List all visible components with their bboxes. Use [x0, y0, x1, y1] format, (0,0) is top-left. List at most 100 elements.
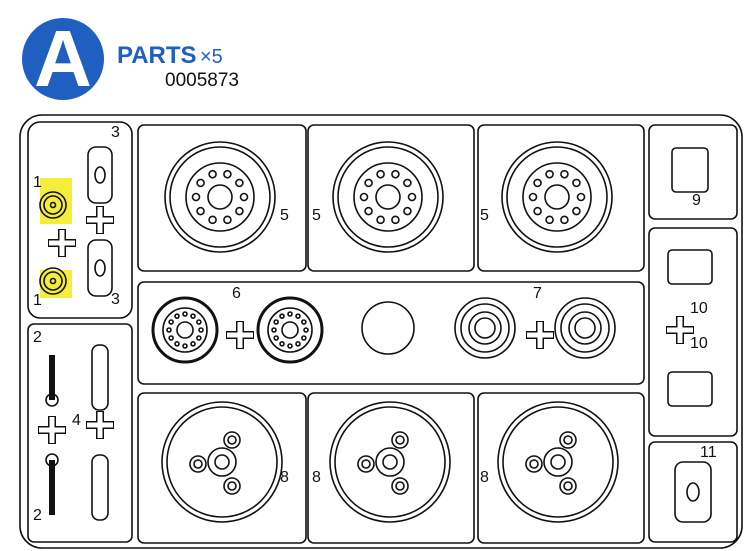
part-6-bolt [301, 335, 307, 341]
runner-cross-fill [87, 207, 113, 233]
runner-cross-fill [667, 317, 693, 343]
part-8-wheel [329, 401, 451, 523]
part-8-hub [207, 447, 237, 477]
part-8-boss [357, 455, 375, 473]
part-5-rim [169, 146, 271, 248]
part-6-bolt [273, 335, 279, 341]
part-7-ring [460, 303, 510, 353]
part-3-link [87, 239, 113, 297]
part-5-lug [572, 206, 581, 216]
part-6-bolt [287, 343, 293, 349]
part-1-hub [49, 201, 57, 209]
cell-parts-6-7 [137, 281, 645, 385]
part-8-boss-hole [563, 435, 573, 445]
cell-part-8c [477, 392, 645, 544]
part-8-boss [559, 477, 577, 495]
cell-parts-1-3 [27, 121, 133, 319]
part-5-disc [185, 162, 255, 232]
part-8-rim [166, 406, 278, 518]
part-6-bolt [166, 327, 172, 333]
part-5-lug [223, 169, 232, 179]
part-10-bracket [667, 371, 713, 407]
part-5-lug [196, 178, 205, 188]
part-6-bolt [287, 311, 293, 317]
part-5-lug [403, 206, 412, 216]
part-8-axle [214, 454, 230, 470]
part-5-lug [572, 178, 581, 188]
sprue-letter: A [34, 14, 92, 103]
part-6-bolt [196, 319, 202, 325]
part-2-head [45, 393, 59, 407]
part-8-boss-hole [395, 435, 405, 445]
part-7-ring [560, 303, 610, 353]
part-number-label: 2 [33, 507, 42, 524]
cell-parts-2-4 [27, 323, 133, 543]
part-number-label: 5 [480, 207, 489, 224]
part-5-lug [376, 169, 385, 179]
part-4-bar [91, 454, 109, 521]
part-8-boss [223, 477, 241, 495]
part-5-wheel [332, 141, 444, 253]
part-5-hub [544, 184, 570, 210]
part-8-axle [550, 454, 566, 470]
part-number-label: 10 [690, 300, 708, 317]
part-5-lug [364, 206, 373, 216]
part-number-label: 8 [280, 469, 289, 486]
part-8-boss-hole [395, 481, 405, 491]
part-5-lug [223, 215, 232, 225]
part-6-rim [267, 307, 313, 353]
part-number-label: 8 [480, 469, 489, 486]
part-6-hub [176, 321, 194, 339]
part-6-wheel [151, 296, 219, 364]
part-number-label: 8 [312, 469, 321, 486]
part-6-bolt [190, 313, 196, 319]
part-5-lug [545, 169, 554, 179]
part-8-boss-hole [193, 459, 203, 469]
part-5-rim [337, 146, 439, 248]
sheet-header: A PARTS ×5 0005873 [0, 0, 260, 110]
part-number-label: 1 [33, 174, 42, 191]
part-3-hole [94, 259, 106, 277]
part-6-bolt [182, 343, 188, 349]
part-5-rim [506, 146, 608, 248]
part-5-lug [376, 215, 385, 225]
part-number-label: 3 [111, 291, 120, 308]
part-5-hub [207, 184, 233, 210]
sprue-frame [19, 114, 743, 549]
part-8-axle [382, 454, 398, 470]
part-6-bolt [273, 319, 279, 325]
part-8-boss [391, 431, 409, 449]
part-6-bolt [271, 327, 277, 333]
part-5-lug [391, 169, 400, 179]
part-6-hub [281, 321, 299, 339]
part-code: 0005873 [165, 70, 239, 91]
part-5-disc [353, 162, 423, 232]
part-6-bolt [303, 327, 309, 333]
part-number-label: 7 [533, 285, 542, 302]
part-1-gear-inner [43, 271, 63, 291]
part-5-lug [364, 178, 373, 188]
runner-cross-fill [227, 322, 253, 348]
part-number-label: 11 [700, 444, 717, 461]
part-5-wheel [501, 141, 613, 253]
part-6-bolt [182, 311, 188, 317]
part-number-label: 10 [690, 335, 708, 352]
part-5-lug [208, 169, 217, 179]
part-8-boss [391, 477, 409, 495]
part-6-bolt [295, 313, 301, 319]
part-8-boss-hole [227, 435, 237, 445]
part-8-boss [189, 455, 207, 473]
part-number-label: 6 [232, 285, 241, 302]
part-8-wheel [161, 401, 283, 523]
cell-part-5b [307, 124, 475, 272]
part-2-head [45, 453, 59, 467]
part-6-bolt [174, 341, 180, 347]
parts-title: PARTS [117, 42, 197, 69]
part-5-lug [359, 192, 369, 202]
cell-part-11 [648, 441, 738, 543]
sprue-center-ring [361, 301, 415, 355]
part-1-gear [39, 267, 67, 295]
cell-part-5a [137, 124, 307, 272]
part-5-disc [522, 162, 592, 232]
